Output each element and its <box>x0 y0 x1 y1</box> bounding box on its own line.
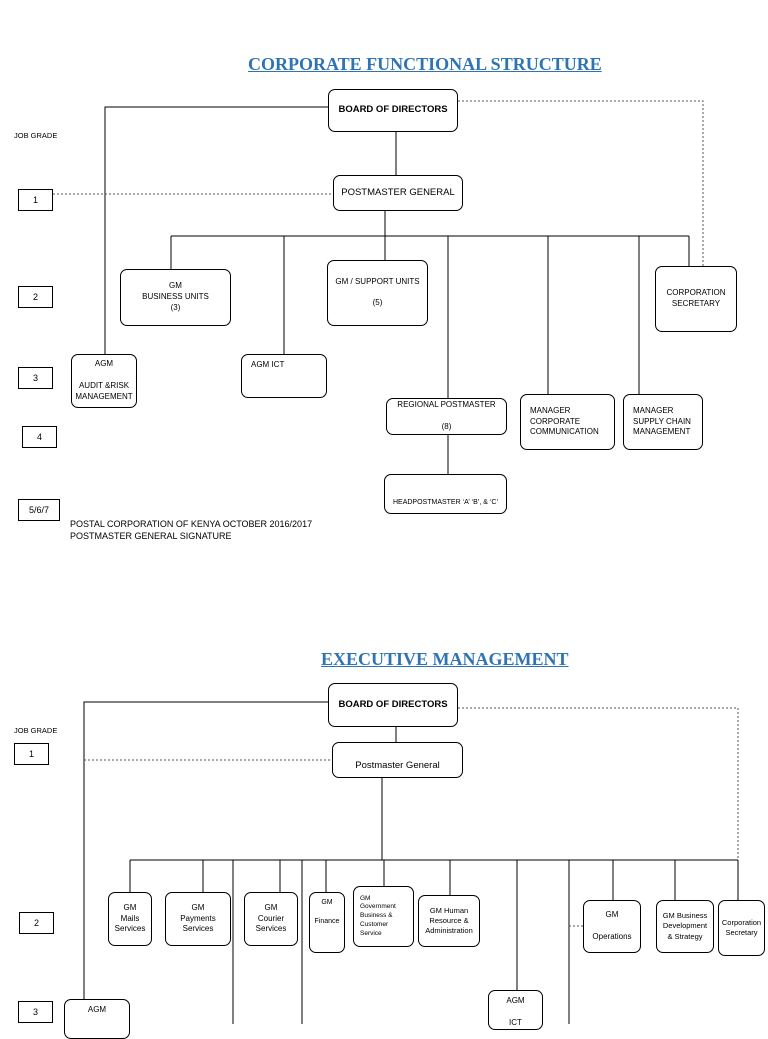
section2-grade-2: 2 <box>19 912 54 934</box>
section1-gm-business-units[interactable]: GM BUSINESS UNITS (3) <box>120 269 231 326</box>
section2-gm-government-business[interactable]: GM Government Business & Customer Servic… <box>353 886 414 947</box>
section2-grade-3: 3 <box>18 1001 53 1023</box>
section2-grade-1: 1 <box>14 743 49 765</box>
section1-agm-audit-risk[interactable]: AGM AUDIT &RISK MANAGEMENT <box>71 354 137 408</box>
section1-grade-2: 2 <box>18 286 53 308</box>
section2-corporation-secretary[interactable]: Corporation Secretary <box>718 900 765 956</box>
section1-board-of-directors[interactable]: BOARD OF DIRECTORS <box>328 89 458 132</box>
section1-corporation-secretary[interactable]: CORPORATION SECRETARY <box>655 266 737 332</box>
section1-headpostmaster[interactable]: HEADPOSTMASTER ‘A’ ‘B’, & ‘C’ <box>384 474 507 514</box>
section1-grade-4: 4 <box>22 426 57 448</box>
section1-gm-support-units[interactable]: GM / SUPPORT UNITS (5) <box>327 260 428 326</box>
section2-postmaster-general[interactable]: Postmaster General <box>332 742 463 778</box>
section2-agm-ict[interactable]: AGM ICT <box>488 990 543 1030</box>
section1-postmaster-general[interactable]: POSTMASTER GENERAL <box>333 175 463 211</box>
section2-gm-courier-services[interactable]: GM Courier Services <box>244 892 298 946</box>
section2-board-of-directors[interactable]: BOARD OF DIRECTORS <box>328 683 458 727</box>
section1-job-grade-label: JOB GRADE <box>14 131 58 140</box>
section2-title: EXECUTIVE MANAGEMENT <box>321 649 569 669</box>
section1-grade-5-6-7: 5/6/7 <box>18 499 60 521</box>
section1-regional-postmaster[interactable]: REGIONAL POSTMASTER (8) <box>386 398 507 435</box>
section1-agm-ict[interactable]: AGM ICT <box>241 354 327 398</box>
section1-grade-1: 1 <box>18 189 53 211</box>
section1-manager-supply-chain[interactable]: MANAGER SUPPLY CHAIN MANAGEMENT <box>623 394 703 450</box>
section2-gm-payments-services[interactable]: GM Payments Services <box>165 892 231 946</box>
section1-footer: POSTAL CORPORATION OF KENYA OCTOBER 2016… <box>70 519 313 541</box>
section1-title: CORPORATE FUNCTIONAL STRUCTURE <box>248 54 602 74</box>
section2-gm-mails-services[interactable]: GM Mails Services <box>108 892 152 946</box>
section2-job-grade-label: JOB GRADE <box>14 726 58 735</box>
section2-gm-operations[interactable]: GM Operations <box>583 900 641 953</box>
section1-manager-corporate-communication[interactable]: MANAGER CORPORATE COMMUNICATION <box>520 394 615 450</box>
section2-agm-left[interactable]: AGM <box>64 999 130 1039</box>
section2-gm-business-development[interactable]: GM Business Development & Strategy <box>656 900 714 953</box>
section2-gm-finance[interactable]: GM Finance <box>309 892 345 953</box>
section2-gm-human-resource[interactable]: GM Human Resource & Administration <box>418 895 480 947</box>
section1-grade-3: 3 <box>18 367 53 389</box>
